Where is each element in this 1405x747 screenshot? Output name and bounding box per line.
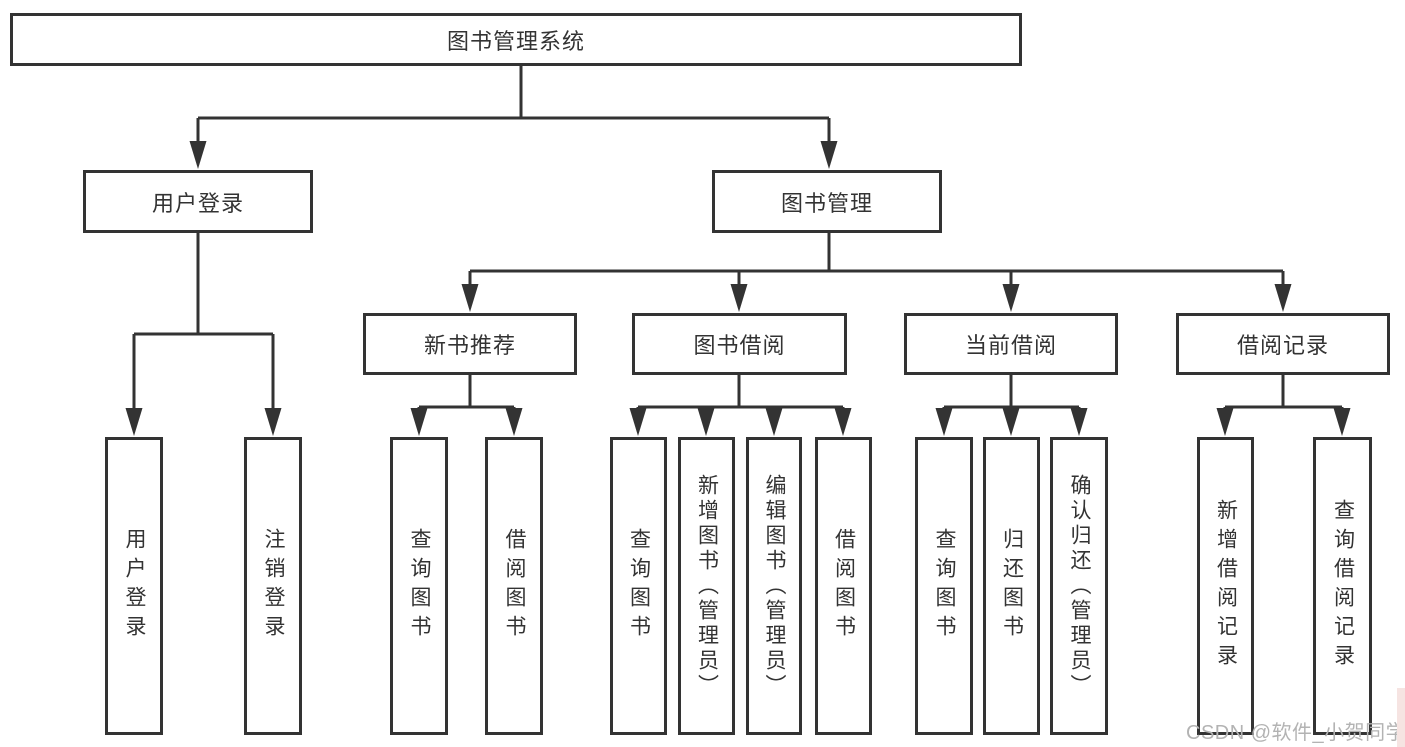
leaf-logout: 注销登录 xyxy=(244,437,302,735)
node-current-borrow: 当前借阅 xyxy=(904,313,1118,375)
leaf-user-login: 用户登录 xyxy=(105,437,163,735)
leaf-add-books-admin: 新增图书（管理员） xyxy=(678,437,735,735)
node-new-book-recommend: 新书推荐 xyxy=(363,313,577,375)
leaf-confirm-return-admin: 确认归还（管理员） xyxy=(1050,437,1108,735)
node-book-borrow: 图书借阅 xyxy=(632,313,847,375)
node-book-management: 图书管理 xyxy=(712,170,942,233)
node-user-login-branch: 用户登录 xyxy=(83,170,313,233)
leaf-query-books-recommend: 查询图书 xyxy=(390,437,448,735)
leaf-query-books-current: 查询图书 xyxy=(915,437,973,735)
csdn-watermark: CSDN @软件_小贺同学 xyxy=(1186,722,1405,744)
leaf-borrow-books: 借阅图书 xyxy=(815,437,872,735)
leaf-borrow-books-recommend: 借阅图书 xyxy=(485,437,543,735)
leaf-query-borrow-record: 查询借阅记录 xyxy=(1313,437,1372,735)
leaf-query-books-borrow: 查询图书 xyxy=(610,437,667,735)
watermark-edge-artifact xyxy=(1397,688,1405,747)
leaf-return-books: 归还图书 xyxy=(983,437,1040,735)
node-root: 图书管理系统 xyxy=(10,13,1022,66)
leaf-edit-books-admin: 编辑图书（管理员） xyxy=(746,437,802,735)
leaf-add-borrow-record: 新增借阅记录 xyxy=(1197,437,1254,735)
node-borrow-records: 借阅记录 xyxy=(1176,313,1390,375)
